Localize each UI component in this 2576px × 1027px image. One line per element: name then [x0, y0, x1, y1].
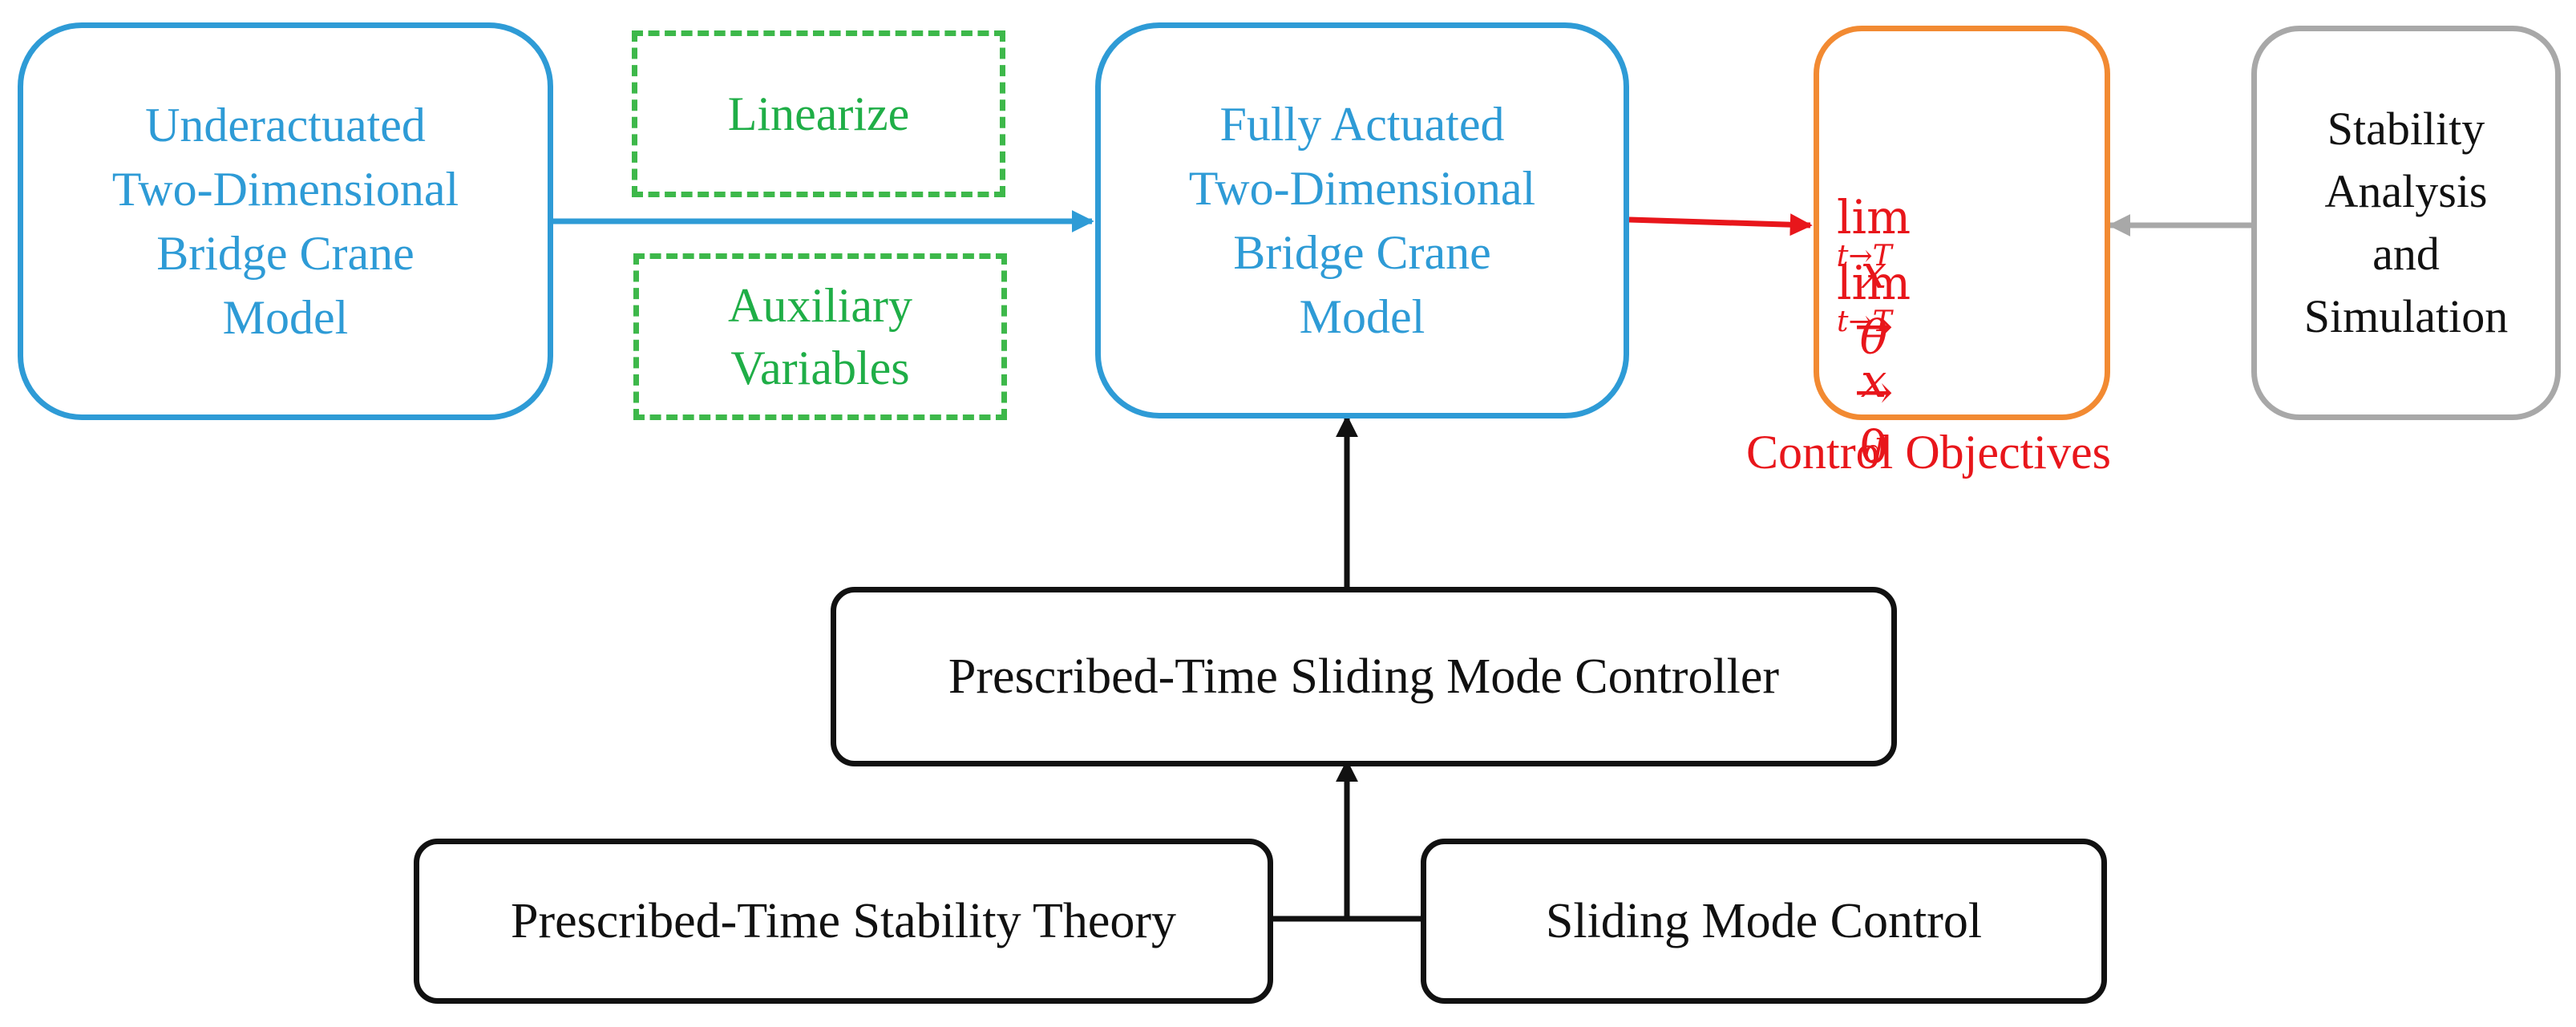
controller-label: Prescribed-Time Sliding Mode Controller [948, 649, 1780, 704]
stability-analysis-line: Simulation [2303, 290, 2509, 342]
controller-box: Prescribed-Time Sliding Mode Controller [831, 587, 1897, 766]
stability-analysis-line: Stability [2327, 103, 2485, 155]
auxiliary-variables-box: Auxiliary Variables [633, 253, 1007, 420]
sliding-mode-control-box: Sliding Mode Control [1421, 839, 2107, 1004]
linearize-label: Linearize [727, 87, 910, 140]
control-objectives-caption: Control Objectives [1746, 426, 2111, 479]
objective-variable: x [1860, 245, 1887, 299]
stability-theory-box: Prescribed-Time Stability Theory [414, 839, 1273, 1004]
fully-actuated-model-line: Model [1299, 290, 1425, 343]
objective-variable: θ [1859, 310, 1888, 365]
auxiliary-variables-line: Variables [730, 342, 910, 394]
stability-analysis-box: Stability Analysis and Simulation [2251, 26, 2561, 420]
underactuated-model-line: Bridge Crane [156, 227, 415, 280]
auxiliary-variables-line: Auxiliary [728, 279, 912, 332]
underactuated-model-line: Underactuated [145, 99, 426, 152]
arrow-fully-actuated-to-objectives [1628, 213, 1813, 237]
objective-arrow: → [1854, 299, 1894, 354]
stability-analysis-line: Analysis [2324, 165, 2488, 217]
fully-actuated-model-box: Fully Actuated Two-Dimensional Bridge Cr… [1095, 22, 1629, 418]
fully-actuated-model-line: Two-Dimensional [1188, 162, 1536, 215]
fully-actuated-model-line: Bridge Crane [1233, 226, 1491, 279]
underactuated-model-line: Model [222, 291, 349, 344]
lim-subscript: t→T [1837, 240, 1892, 273]
lim-subscript: t→T [1837, 305, 1892, 338]
stability-theory-label: Prescribed-Time Stability Theory [510, 893, 1177, 948]
underactuated-model-box: Underactuated Two-Dimensional Bridge Cra… [18, 22, 553, 420]
fully-actuated-model-line: Fully Actuated [1219, 98, 1505, 151]
stability-analysis-line: and [2372, 228, 2440, 280]
sliding-mode-control-label: Sliding Mode Control [1545, 893, 1983, 948]
objective-target: 0 [1858, 419, 1889, 474]
objective-target-subscript: d [1863, 433, 1884, 469]
underactuated-model-line: Two-Dimensional [111, 163, 459, 216]
objective-target: x [1860, 354, 1887, 408]
linearize-box: Linearize [632, 30, 1005, 197]
objective-arrow: → [1854, 365, 1894, 419]
